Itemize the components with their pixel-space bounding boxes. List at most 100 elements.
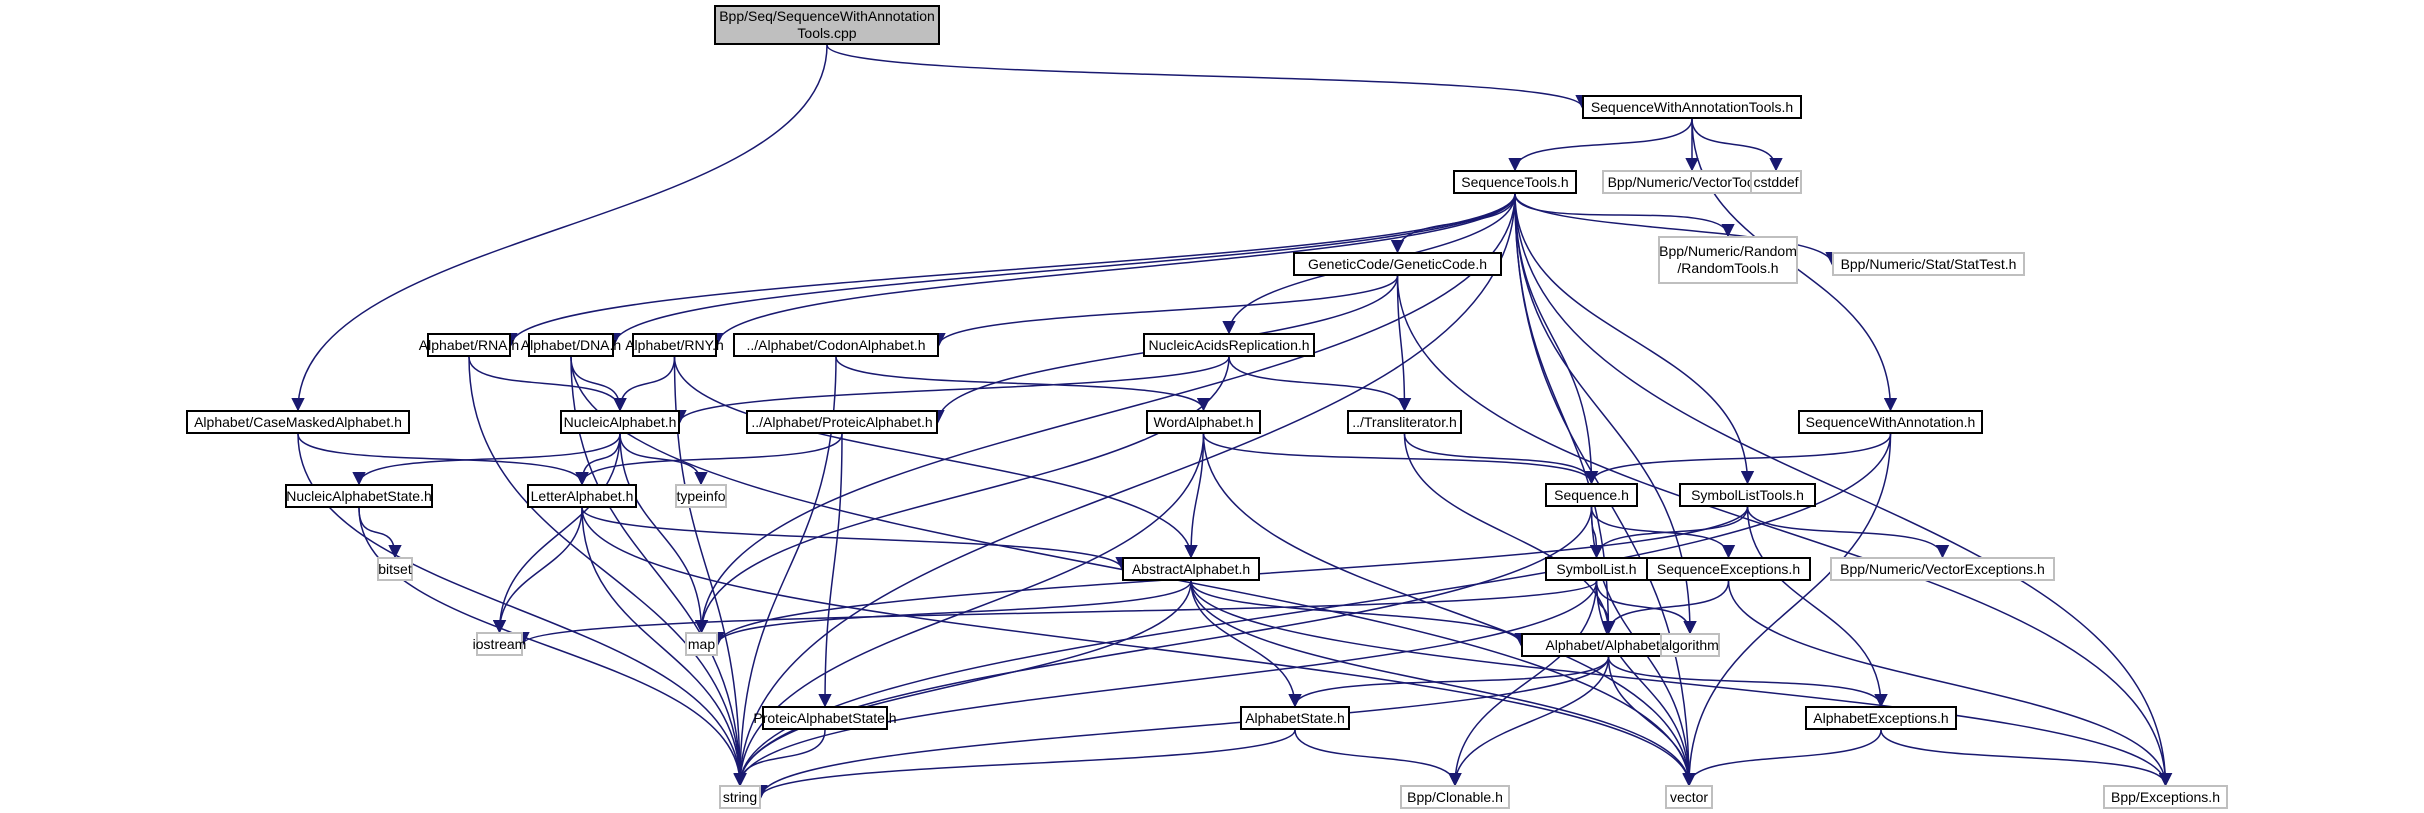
graph-edge-protstate-to-string [733,729,826,787]
graph-edge-nucleic-to-map [619,433,709,634]
graph-edge-abstract-to-alphstate [1190,580,1302,708]
graph-edge-proteic-to-letter [575,433,843,486]
graph-edge-seqtools-to-stattest [1514,193,1839,266]
graph-edge-translit-to-sequence [1403,433,1599,485]
graph-edge-dna-to-nucleic [570,356,627,412]
graph-edge-sequence-to-seqexc [1590,506,1736,559]
graph-edge-dna-to-string [570,356,747,787]
graph-node-seqexc[interactable]: SequenceExceptions.h [1646,557,1811,581]
graph-node-seqtools[interactable]: SequenceTools.h [1453,170,1577,194]
graph-edge-alphabet-to-alphstate [1288,656,1610,708]
graph-edge-geneticcode-to-translit [1396,275,1412,412]
graph-edge-alphabet-to-vector [1607,656,1696,787]
graph-edge-seqexc-to-exceptions [1727,580,2173,787]
graph-edge-alphabet-to-alphexc [1607,656,1888,708]
graph-edge-rny-to-nucleic [613,356,676,412]
graph-edge-swa-to-sequence [1584,433,1892,485]
graph-edge-geneticcode-to-exceptions [1396,275,2173,787]
graph-node-word[interactable]: WordAlphabet.h [1146,410,1261,434]
graph-node-alphexc[interactable]: AlphabetExceptions.h [1805,706,1957,730]
graph-edge-swat-h-to-seqtools [1508,118,1693,172]
graph-edge-nar-to-nucleic [673,356,1230,424]
graph-edge-root-to-casemasked [291,44,828,412]
graph-edge-seqtools-to-algorithm [1514,193,1697,635]
graph-node-alphstate[interactable]: AlphabetState.h [1240,706,1350,730]
graph-edge-sltools-to-symbollist [1589,506,1749,559]
graph-edge-word-to-vector [1202,433,1696,787]
graph-node-symbollist[interactable]: SymbolList.h [1545,557,1648,581]
graph-edge-seqexc-to-alphabet [1601,580,1730,635]
graph-edge-abstract-to-string [733,580,1192,787]
graph-node-letter[interactable]: LetterAlphabet.h [527,484,637,508]
graph-node-geneticcode[interactable]: GeneticCode/GeneticCode.h [1293,252,1502,276]
graph-node-dna[interactable]: Alphabet/DNA.h [521,333,621,357]
graph-edge-sequence-to-string [733,506,1593,787]
graph-edge-seqtools-to-string [733,193,1516,787]
graph-edge-seqtools-to-rna [504,193,1516,347]
graph-node-exceptions: Bpp/Exceptions.h [2103,785,2228,809]
graph-edge-word-to-abstract [1184,433,1205,559]
graph-edge-symbollist-to-iostream [516,580,1598,646]
graph-edge-rna-to-string [468,356,747,787]
graph-node-algorithm: algorithm [1660,633,1720,657]
graph-node-stattest: Bpp/Numeric/Stat/StatTest.h [1832,252,2025,276]
graph-edge-nar-to-translit [1228,356,1412,412]
graph-edge-abstract-to-exceptions [1190,580,2173,787]
graph-edge-word-to-sequence [1202,433,1599,485]
graph-edge-geneticcode-to-codon [932,275,1399,347]
graph-edge-abstract-to-map [711,580,1192,646]
graph-node-cstddef: cstddef [1750,170,1802,194]
graph-node-swa[interactable]: SequenceWithAnnotation.h [1798,410,1983,434]
graph-edge-letter-to-iostream [492,507,583,634]
graph-edge-letter-to-abstract [581,507,1129,571]
graph-edge-proteic-to-protstate [818,433,843,708]
graph-edge-alphstate-to-clonable [1294,729,1462,787]
graph-edge-letter-to-string [581,507,747,787]
graph-edge-casemasked-to-letter [297,433,589,486]
graph-node-iostream: iostream [473,632,526,656]
graph-node-casemasked[interactable]: Alphabet/CaseMaskedAlphabet.h [186,410,410,434]
graph-node-proteic[interactable]: ../Alphabet/ProteicAlphabet.h [746,410,938,434]
graph-edge-nucleic-to-iostream [492,433,621,634]
graph-node-string: string [719,785,761,809]
graph-edge-sltools-to-alphexc [1746,506,1888,708]
graph-edge-symbollist-to-string [733,580,1598,787]
graph-edge-abstract-to-vector [1190,580,1696,787]
graph-node-protstate[interactable]: ProteicAlphabetState.h [753,706,897,730]
graph-node-translit[interactable]: ../Transliterator.h [1347,410,1462,434]
graph-edge-swat-h-to-cstddef [1691,118,1783,172]
graph-node-codon[interactable]: ../Alphabet/CodonAlphabet.h [733,333,939,357]
graph-edge-rny-to-string [673,356,747,787]
graph-edge-codon-to-word [835,356,1211,412]
graph-edge-seqtools-to-sltools [1514,193,1755,485]
graph-edge-nar-to-map [694,356,1230,634]
graph-node-swat-h[interactable]: SequenceWithAnnotationTools.h [1582,95,1802,119]
graph-node-nucstate[interactable]: NucleicAlphabetState.h [285,484,433,508]
graph-node-alphabet[interactable]: Alphabet/Alphabet.h [1521,633,1696,657]
graph-edge-abstract-to-alphabet [1190,580,1528,647]
graph-node-map: map [685,632,718,656]
graph-node-sequence[interactable]: Sequence.h [1545,483,1638,507]
graph-node-clonable: Bpp/Clonable.h [1400,785,1510,809]
graph-edge-seqtools-to-dna [607,193,1516,347]
graph-edge-seqtools-to-map [694,193,1516,634]
graph-edge-alphexc-to-vector [1682,729,1882,787]
graph-edge-seqtools-to-rny [710,193,1516,347]
graph-edge-nucstate-to-string [358,507,747,787]
graph-node-rna[interactable]: Alphabet/RNA.h [419,333,519,357]
graph-node-bitset: bitset [377,557,413,581]
graph-node-root[interactable]: Bpp/Seq/SequenceWithAnnotation Tools.cpp [714,5,940,45]
graph-edge-nucleic-to-typeinfo [619,433,708,486]
graph-node-sltools[interactable]: SymbolListTools.h [1679,483,1816,507]
graph-edge-alphexc-to-exceptions [1880,729,2173,787]
graph-edge-alphabet-to-clonable [1448,656,1610,787]
graph-node-nucleic[interactable]: NucleicAlphabet.h [560,410,680,434]
graph-node-nar[interactable]: NucleicAcidsReplication.h [1143,333,1315,357]
graph-node-typeinfo: typeinfo [675,484,727,508]
graph-node-abstract[interactable]: AbstractAlphabet.h [1122,557,1260,581]
graph-edge-letter-to-vector [581,507,1696,787]
graph-node-rny[interactable]: Alphabet/RNY.h [625,333,724,357]
graph-node-randomtools: Bpp/Numeric/Random /RandomTools.h [1658,236,1798,284]
graph-edge-codon-to-string [733,356,837,787]
